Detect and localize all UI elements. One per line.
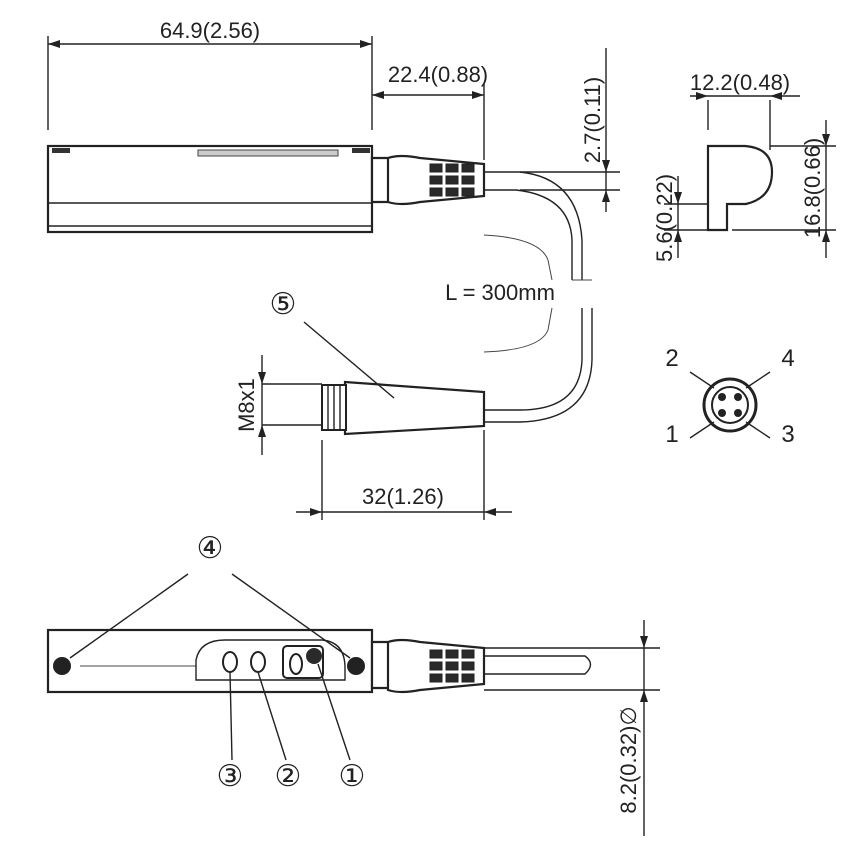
bracket-height-label: 16.8(0.66): [800, 138, 825, 238]
callout-3-label: ③: [217, 759, 244, 794]
m8-connector: [321, 380, 486, 436]
pin-diagram: 2 4 1 3: [665, 345, 794, 448]
pin-4-label: 4: [781, 345, 794, 372]
callout-connector: ⑤: [270, 287, 395, 399]
cable-offset-label: 22.4(0.88): [388, 62, 488, 87]
bracket-gap-label: 5.6(0.22): [652, 174, 677, 262]
dim-cable-offset: 22.4(0.88): [372, 62, 488, 160]
cable-gland-top: [370, 154, 486, 206]
cable-gland-front: [370, 638, 592, 694]
connector-length-label: 32(1.26): [362, 484, 444, 509]
callout-2-label: ②: [275, 759, 302, 794]
dim-thread: M8x1: [234, 355, 322, 455]
pin-1-label: 1: [665, 421, 678, 448]
diameter-label: 8.2(0.32)∅: [616, 706, 641, 813]
callout-5-label: ⑤: [270, 287, 297, 322]
cable-height-label: 2.7(0.11): [580, 77, 605, 163]
cable: [483, 171, 593, 423]
overall-length-label: 64.9(2.56): [160, 18, 260, 43]
dim-diameter: 8.2(0.32)∅: [484, 620, 660, 836]
dim-cable-height: 2.7(0.11): [520, 48, 620, 212]
callout-items: ③ ② ①: [217, 663, 366, 794]
dim-connector-length: 32(1.26): [296, 430, 512, 520]
thread-label: M8x1: [234, 378, 259, 432]
callout-mounting-holes: ④: [69, 531, 351, 659]
bracket-profile: 12.2(0.48) 16.8(0.66) 5.6(0.22): [652, 70, 836, 262]
callout-1-label: ①: [339, 759, 366, 794]
cable-length-label: L = 300mm: [445, 280, 555, 305]
dim-overall-length: 64.9(2.56): [47, 18, 373, 130]
callout-4-label: ④: [197, 531, 224, 566]
sensor-body-top-view: [46, 144, 374, 234]
pin-3-label: 3: [781, 421, 794, 448]
indicator-2: [250, 651, 266, 673]
indicator-3: [222, 651, 238, 673]
pin-2-label: 2: [665, 345, 678, 372]
bracket-width-label: 12.2(0.48): [690, 70, 790, 95]
